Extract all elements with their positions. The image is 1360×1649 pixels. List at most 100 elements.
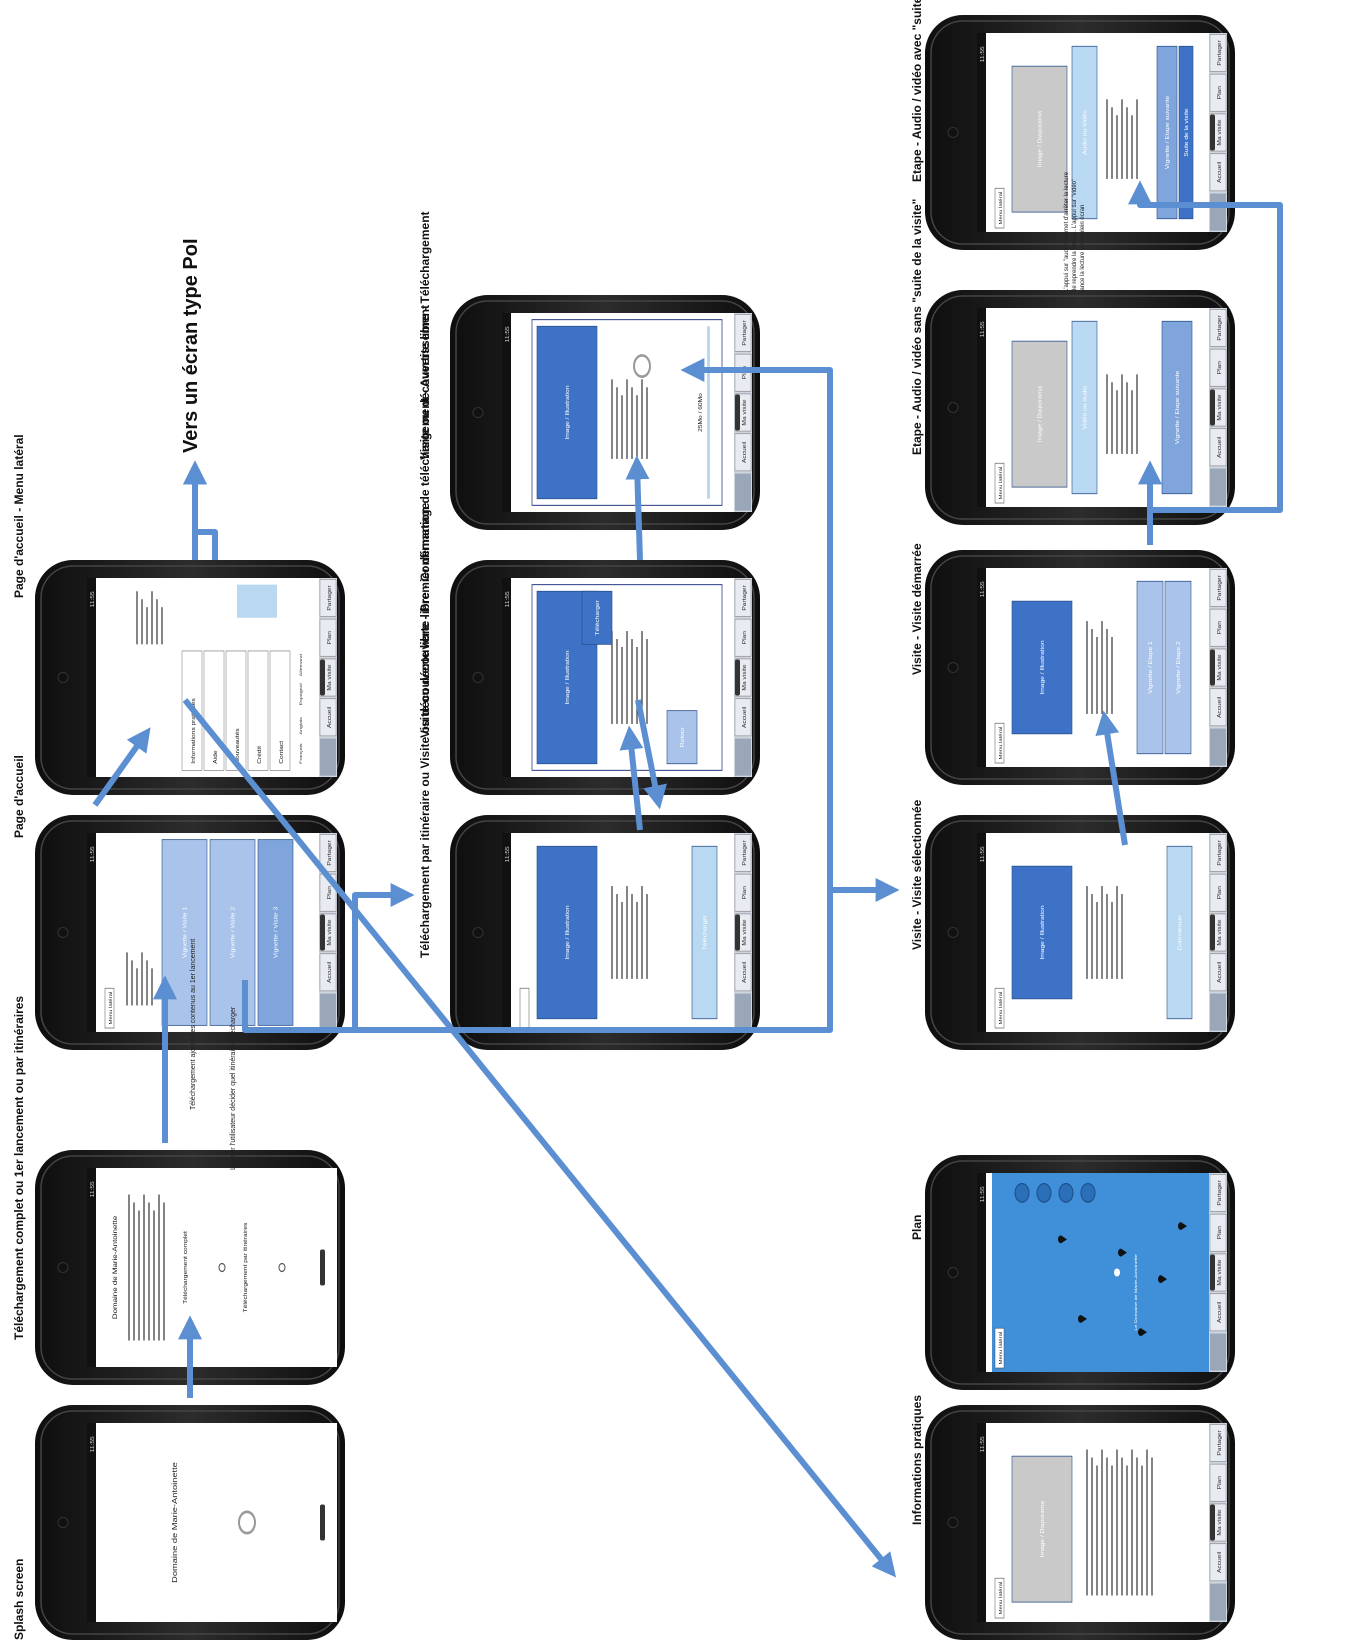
map-control-icon[interactable] xyxy=(1080,1182,1096,1203)
map-control-icon[interactable] xyxy=(1058,1182,1074,1203)
vignette-etape-1[interactable] xyxy=(1136,580,1164,755)
download-button[interactable] xyxy=(691,845,718,1020)
confirm-download-button-label: Télécharger xyxy=(596,600,601,635)
tab-plan[interactable] xyxy=(1209,348,1227,387)
menu-item[interactable] xyxy=(247,650,269,771)
map-pin-icon[interactable] xyxy=(1138,1328,1147,1337)
label-dl-progress: Visite ou découverte libre - Téléchargem… xyxy=(418,211,432,460)
tab-partager[interactable] xyxy=(1209,568,1227,607)
tab-partager[interactable] xyxy=(319,578,337,617)
menu-lateral-button[interactable] xyxy=(994,722,1005,764)
tab-accueil[interactable] xyxy=(1209,153,1227,192)
tab-label: Ma visite xyxy=(1218,1509,1223,1535)
vignette-visite-2[interactable] xyxy=(209,839,256,1026)
tab-accueil[interactable] xyxy=(734,953,752,992)
back-button[interactable] xyxy=(1210,993,1226,1031)
splash-title: Domaine de Marie-Antoinette xyxy=(171,1462,179,1583)
vignette-etape-suivante[interactable] xyxy=(1156,45,1178,220)
map-pin-icon[interactable] xyxy=(1058,1235,1067,1244)
tab-plan[interactable] xyxy=(1209,73,1227,112)
menu-lateral-button[interactable] xyxy=(994,462,1005,504)
tab-accueil[interactable] xyxy=(1209,953,1227,992)
back-button[interactable] xyxy=(1210,468,1226,506)
illustration-image-label: Image / Illustration xyxy=(566,385,571,439)
tab-accueil[interactable] xyxy=(1209,428,1227,467)
map-control-icon[interactable] xyxy=(1036,1182,1052,1203)
media-player[interactable] xyxy=(1071,320,1098,495)
tab-accueil[interactable] xyxy=(1209,688,1227,727)
phone-bezel xyxy=(930,555,1230,780)
tab-label: Ma visite xyxy=(328,664,333,690)
camera-icon xyxy=(472,927,484,938)
tab-plan[interactable] xyxy=(1209,1463,1227,1502)
radio-full-download[interactable] xyxy=(218,1262,226,1273)
tab-label: Plan xyxy=(743,631,748,644)
back-button[interactable] xyxy=(320,993,336,1031)
vignette-etape-suivante[interactable] xyxy=(1161,320,1193,495)
tab-label: Plan xyxy=(1218,621,1223,634)
menu-item[interactable] xyxy=(269,650,291,771)
tab-partager[interactable] xyxy=(1209,308,1227,347)
media-player[interactable] xyxy=(1071,45,1098,220)
menu-lateral-button[interactable] xyxy=(994,1577,1005,1619)
tab-accueil[interactable] xyxy=(734,433,752,472)
back-button[interactable] xyxy=(1210,1583,1226,1621)
tab-partager[interactable] xyxy=(734,578,752,617)
tab-plan[interactable] xyxy=(734,618,752,657)
tab-partager[interactable] xyxy=(319,833,337,872)
menu-lateral-button[interactable] xyxy=(519,987,530,1029)
back-button[interactable] xyxy=(1210,193,1226,231)
menu-lateral-button[interactable] xyxy=(994,1327,1005,1369)
tab-plan[interactable] xyxy=(1209,608,1227,647)
tab-accueil[interactable] xyxy=(319,698,337,737)
map-pin-icon[interactable] xyxy=(1078,1314,1087,1323)
back-button[interactable] xyxy=(735,473,751,511)
tab-label: Partager xyxy=(1218,575,1223,600)
back-button[interactable] xyxy=(735,993,751,1031)
tab-partager[interactable] xyxy=(1209,33,1227,72)
dialog-frame xyxy=(531,584,723,771)
menu-lateral-button[interactable] xyxy=(994,187,1005,229)
status-time: 11:55 xyxy=(506,325,511,342)
download-button-label: Télécharger xyxy=(703,915,708,950)
phone-bezel xyxy=(40,565,340,790)
back-button[interactable] xyxy=(735,738,751,776)
menu-lateral-button[interactable] xyxy=(994,987,1005,1029)
menu-item[interactable] xyxy=(225,650,247,771)
speaker-grille xyxy=(320,914,325,951)
tab-plan[interactable] xyxy=(1209,1213,1227,1252)
tab-accueil[interactable] xyxy=(319,953,337,992)
suite-visite-button[interactable] xyxy=(1178,45,1194,220)
map-control-icon[interactable] xyxy=(1014,1182,1030,1203)
tab-partager[interactable] xyxy=(734,833,752,872)
menu-item-label: Aide xyxy=(214,750,219,763)
tab-plan[interactable] xyxy=(319,618,337,657)
tab-partager[interactable] xyxy=(1209,1423,1227,1462)
tab-accueil[interactable] xyxy=(1209,1293,1227,1332)
back-button[interactable] xyxy=(1210,728,1226,766)
radio-itinerary-download[interactable] xyxy=(278,1262,286,1273)
phone-bezel xyxy=(40,1410,340,1635)
menu-lateral-button[interactable] xyxy=(104,987,115,1029)
map-pin-icon[interactable] xyxy=(1178,1222,1187,1231)
tab-plan[interactable] xyxy=(734,873,752,912)
map-pin-icon[interactable] xyxy=(1118,1248,1127,1257)
cancel-button[interactable] xyxy=(666,710,698,765)
back-button[interactable] xyxy=(320,738,336,776)
map-pin-icon[interactable] xyxy=(1158,1275,1167,1284)
tab-partager[interactable] xyxy=(1209,1173,1227,1212)
tab-accueil[interactable] xyxy=(1209,1543,1227,1582)
tab-partager[interactable] xyxy=(1209,833,1227,872)
tab-label: Plan xyxy=(743,886,748,899)
confirm-download-button[interactable] xyxy=(581,590,613,645)
tab-accueil[interactable] xyxy=(734,698,752,737)
diaporama-image xyxy=(1011,1455,1073,1603)
start-visit-button[interactable] xyxy=(1166,845,1193,1020)
map-area[interactable] xyxy=(992,1172,1209,1372)
vignette-etape-2[interactable] xyxy=(1164,580,1192,755)
vignette-visite-3[interactable] xyxy=(257,839,294,1026)
tab-plan[interactable] xyxy=(1209,873,1227,912)
back-button[interactable] xyxy=(1210,1333,1226,1371)
tab-partager[interactable] xyxy=(734,313,752,352)
